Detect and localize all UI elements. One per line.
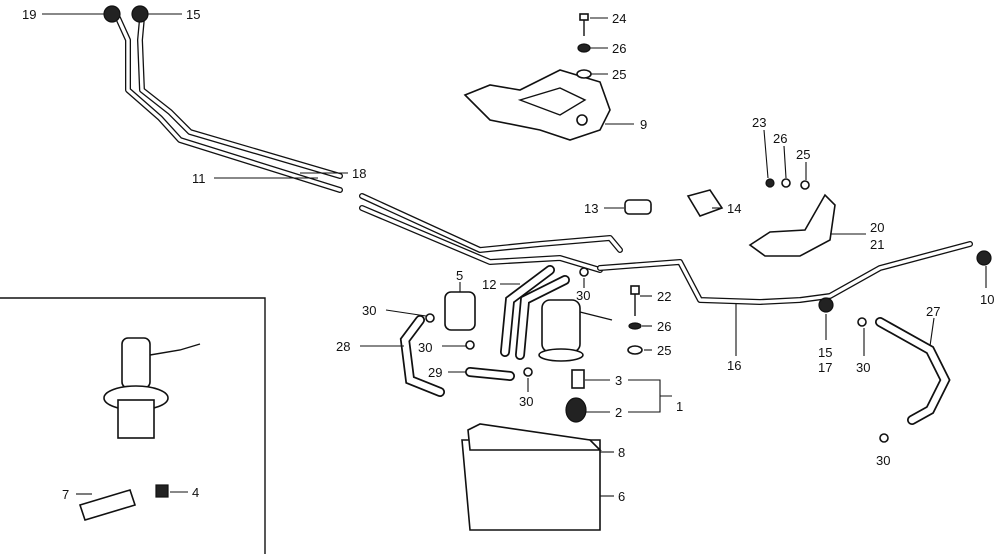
- callout-30: 30: [519, 394, 533, 409]
- callout-26: 26: [657, 319, 671, 334]
- callout-22: 22: [657, 289, 671, 304]
- clamp-13: [624, 199, 652, 215]
- callout-18: 18: [352, 166, 366, 181]
- callout-27: 27: [926, 304, 940, 319]
- grommet-19: [103, 5, 121, 23]
- callout-25: 25: [796, 147, 810, 162]
- callout-3: 3: [615, 373, 622, 388]
- callout-14: 14: [727, 201, 741, 216]
- callout-30: 30: [418, 340, 432, 355]
- callout-19: 19: [22, 7, 36, 22]
- callout-11: 11: [192, 171, 206, 186]
- fuel-tube-11-18: [115, 15, 623, 273]
- callout-16: 16: [727, 358, 741, 373]
- callout-9: 9: [640, 117, 647, 132]
- callout-24: 24: [612, 11, 626, 26]
- callout-15: 15: [186, 7, 200, 22]
- callout-30: 30: [876, 453, 890, 468]
- callout-17: 17: [818, 360, 832, 375]
- tank-6: [461, 423, 602, 531]
- callout-26: 26: [612, 41, 626, 56]
- nut-10: [976, 250, 992, 266]
- fuel-tube-16: [597, 241, 973, 305]
- callout-25: 25: [612, 67, 626, 82]
- callout-29: 29: [428, 365, 442, 380]
- cover-9: [463, 13, 611, 141]
- callout-8: 8: [618, 445, 625, 460]
- callout-10: 10: [980, 292, 994, 307]
- callout-21: 21: [870, 237, 884, 252]
- clips-30: [425, 267, 889, 443]
- grommet-15: [131, 5, 149, 23]
- fuel-filter-5: [399, 265, 570, 397]
- callout-6: 6: [618, 489, 625, 504]
- bolt-22: [627, 285, 643, 355]
- callout-30: 30: [576, 288, 590, 303]
- callout-15: 15: [818, 345, 832, 360]
- callout-26: 26: [773, 131, 787, 146]
- clamp-14: [686, 189, 724, 217]
- callout-30: 30: [362, 303, 376, 318]
- bracket-20-21: [748, 178, 836, 257]
- hose-27: [875, 317, 951, 425]
- callout-4: 4: [192, 485, 199, 500]
- inset-pump: [78, 337, 201, 521]
- callouts: 19 15 24 26 25 9 23 26 25 11 18 13 14 20…: [22, 7, 994, 504]
- callout-28: 28: [336, 339, 350, 354]
- callout-5: 5: [456, 268, 463, 283]
- callout-7: 7: [62, 487, 69, 502]
- inset-frame: [0, 297, 266, 554]
- callout-20: 20: [870, 220, 884, 235]
- callout-23: 23: [752, 115, 766, 130]
- callout-25: 25: [657, 343, 671, 358]
- callout-2: 2: [615, 405, 622, 420]
- callout-1: 1: [676, 399, 683, 414]
- fuel-pump-1: [538, 299, 613, 423]
- grommet-15-17: [818, 297, 834, 313]
- callout-13: 13: [584, 201, 598, 216]
- callout-30: 30: [856, 360, 870, 375]
- callout-12: 12: [482, 277, 496, 292]
